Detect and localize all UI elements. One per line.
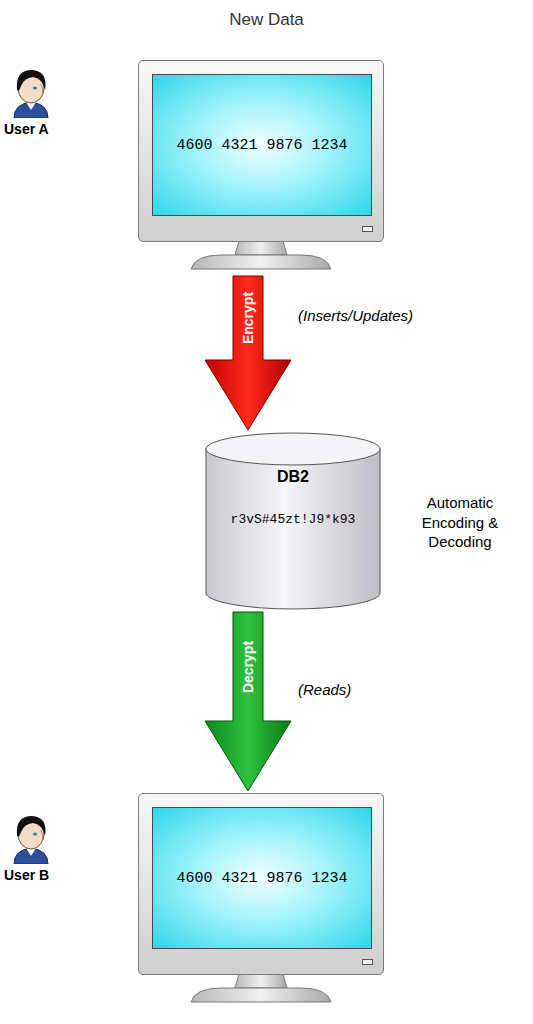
monitor: 4600 4321 9876 1234 [138,793,384,1024]
cylinder-text: DB2 r3vS#45zt!J9*k93 [205,468,381,527]
encrypted-value: r3vS#45zt!J9*k93 [205,512,381,527]
operation-note: (Reads) [298,680,398,700]
monitor-bezel: 4600 4321 9876 1234 [138,793,384,975]
monitor-stand [138,241,384,273]
person-icon [6,812,56,864]
arrow-label: Encrypt [240,292,256,344]
user-label: User A [4,120,64,138]
monitor-screen: 4600 4321 9876 1234 [152,74,372,216]
diagram-title: New Data [0,10,533,30]
monitor-screen: 4600 4321 9876 1234 [152,807,372,949]
block-arrow [205,612,291,791]
database-cylinder: DB2 r3vS#45zt!J9*k93 [205,432,381,610]
power-button [362,959,373,965]
monitor: 4600 4321 9876 1234 [138,60,384,274]
screen-text: 4600 4321 9876 1234 [176,870,347,887]
database-name: DB2 [205,468,381,486]
operation-note: (Inserts/Updates) [298,306,458,326]
block-arrow [205,276,291,430]
screen-text: 4600 4321 9876 1234 [176,137,347,154]
side-note: Automatic Encoding & Decoding [402,493,518,552]
person-icon [6,66,56,118]
monitor-bezel: 4600 4321 9876 1234 [138,60,384,242]
monitor-stand [138,974,384,1024]
power-button [362,226,373,232]
user-label: User B [4,866,64,884]
arrow-label: Decrypt [240,640,256,692]
